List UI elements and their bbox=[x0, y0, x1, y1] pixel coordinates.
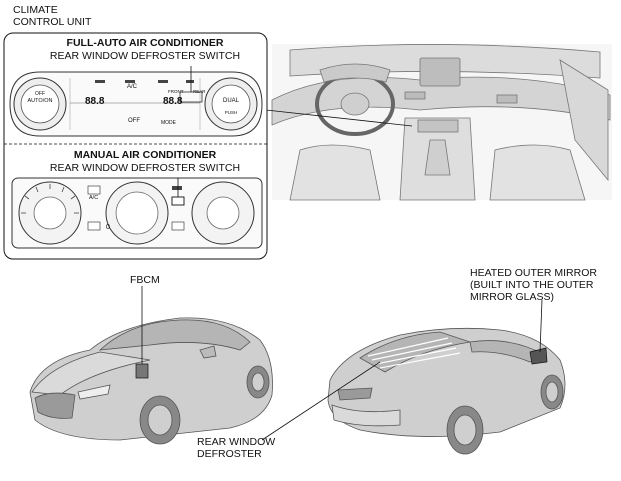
svg-text:0: 0 bbox=[106, 224, 110, 231]
mode-button-label[interactable]: MODE bbox=[161, 120, 176, 126]
heated-outer-mirror bbox=[529, 347, 548, 365]
rear-defroster-label: REAR WINDOW DEFROSTER bbox=[197, 436, 276, 460]
manual-ac-button[interactable] bbox=[87, 185, 101, 195]
manual-panel: 0 bbox=[11, 177, 263, 249]
manual-title: MANUAL AIR CONDITIONER bbox=[73, 149, 217, 161]
leader-heated-mirror bbox=[539, 299, 543, 353]
left-knob-label: AUTO/ON bbox=[27, 98, 53, 104]
rear-defrost-label[interactable]: REAR bbox=[193, 89, 206, 94]
heated-mirror-label: HEATED OUTER MIRROR (BUILT INTO THE OUTE… bbox=[470, 267, 597, 303]
off-button-label[interactable]: OFF bbox=[128, 118, 140, 124]
right-temp-display: 88.8 bbox=[163, 96, 183, 107]
leader-rear-defroster bbox=[261, 361, 381, 441]
fbcm-label: FBCM bbox=[130, 274, 160, 286]
manual-rear-defroster-switch[interactable] bbox=[171, 196, 185, 206]
right-knob-label: DUAL bbox=[222, 98, 239, 104]
front-defrost-label[interactable]: FRONT bbox=[168, 89, 184, 94]
left-knob-sub: OFF bbox=[35, 91, 45, 97]
car-front-illustration bbox=[29, 317, 273, 445]
full-auto-panel bbox=[9, 71, 263, 137]
manual-switch-label: REAR WINDOW DEFROSTER SWITCH bbox=[49, 162, 241, 174]
leader-line-climate bbox=[265, 109, 413, 127]
car-rear-illustration bbox=[327, 327, 566, 455]
fbcm-module bbox=[135, 363, 149, 379]
interior-dashboard-illustration bbox=[271, 44, 612, 201]
right-knob-sub: PUSH bbox=[224, 110, 238, 115]
climate-control-unit-label: CLIMATE CONTROL UNIT bbox=[13, 4, 92, 28]
full-auto-switch-label: REAR WINDOW DEFROSTER SWITCH bbox=[49, 50, 241, 62]
manual-ac-label: A/C bbox=[89, 195, 99, 201]
full-auto-title: FULL-AUTO AIR CONDITIONER bbox=[66, 37, 224, 49]
ac-button-label[interactable]: A/C bbox=[127, 84, 138, 90]
left-temp-display: 88.8 bbox=[85, 96, 105, 107]
